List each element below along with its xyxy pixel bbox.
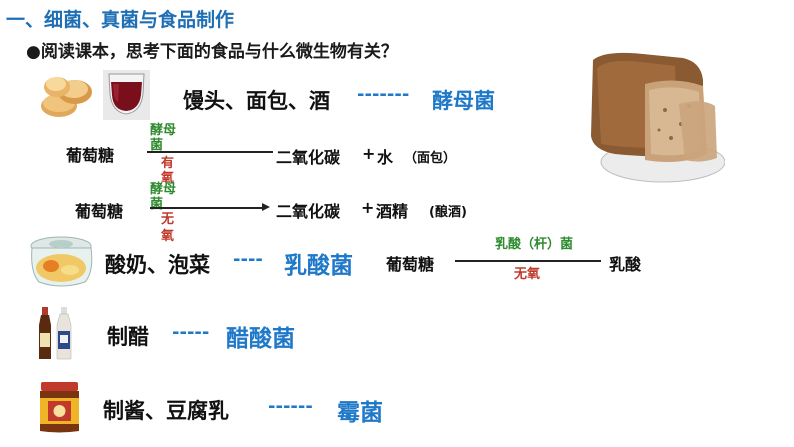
bread-wine-foods: 馒头、面包、酒 — [183, 89, 330, 113]
mold-label: 霉菌 — [337, 400, 383, 426]
eq-bread-cond-top-2: 菌 — [150, 138, 164, 153]
vinegar-bottles-image — [36, 305, 78, 361]
eq-lactic-cond-bottom: 无氧 — [514, 267, 541, 282]
eq-wine-arrow-head — [262, 203, 270, 211]
eq-bread-product-2: 水 — [377, 148, 394, 167]
eq-lactic-product: 乳酸 — [609, 255, 642, 274]
eq-bread-reactant: 葡萄糖 — [66, 146, 115, 165]
slide-title: 一、细菌、真菌与食品制作 — [6, 9, 235, 31]
eq-bread-cond-bottom-2: 氧 — [161, 171, 175, 186]
eq-bread-product-1: 二氧化碳 — [276, 148, 341, 167]
bread-wine-dashes: ------- — [357, 84, 410, 105]
vinegar-food: 制醋 — [107, 325, 149, 349]
eq-lactic-arrow — [455, 260, 601, 262]
eq-wine-cond-bottom-2: 氧 — [161, 229, 175, 244]
yeast-label: 酵母菌 — [432, 89, 495, 113]
lactic-bacteria-label: 乳酸菌 — [284, 253, 353, 279]
eq-bread-arrow — [147, 151, 273, 153]
sauce-tofu-foods: 制酱、豆腐乳 — [103, 399, 229, 423]
bread-loaf-photo — [585, 50, 725, 188]
yogurt-kimchi-dashes: ---- — [233, 249, 263, 270]
eq-bread-note: （面包） — [404, 151, 457, 166]
eq-bread-cond-bottom-1: 有 — [161, 156, 175, 171]
yogurt-kimchi-foods: 酸奶、泡菜 — [105, 253, 210, 277]
bread-buns-image — [37, 70, 95, 120]
eq-wine-product-1: 二氧化碳 — [276, 202, 341, 221]
eq-wine-arrow — [150, 207, 266, 209]
eq-lactic-reactant: 葡萄糖 — [386, 255, 435, 274]
eq-wine-note: (酿酒) — [429, 205, 467, 220]
eq-bread-cond-top-1: 酵母 — [150, 123, 177, 138]
sauce-tofu-dashes: ------ — [268, 396, 313, 417]
eq-wine-product-2: 酒精 — [376, 202, 409, 221]
eq-lactic-cond-top: 乳酸（杆）菌 — [495, 237, 574, 252]
slide-subtitle: ●阅读课本，思考下面的食品与什么微生物有关？ — [26, 42, 398, 62]
vinegar-dashes: ----- — [172, 322, 210, 343]
eq-wine-cond-top-1: 酵母 — [150, 182, 177, 197]
eq-wine-reactant: 葡萄糖 — [75, 202, 124, 221]
eq-bread-plus: + — [362, 144, 376, 163]
kimchi-jar-image — [25, 232, 98, 290]
eq-wine-plus: + — [361, 198, 375, 217]
acetic-bacteria-label: 醋酸菌 — [226, 326, 295, 352]
eq-wine-cond-top-2: 菌 — [150, 197, 164, 212]
sauce-jar-image — [37, 380, 82, 434]
wine-glass-image — [103, 70, 150, 120]
eq-wine-cond-bottom-1: 无 — [161, 212, 175, 227]
